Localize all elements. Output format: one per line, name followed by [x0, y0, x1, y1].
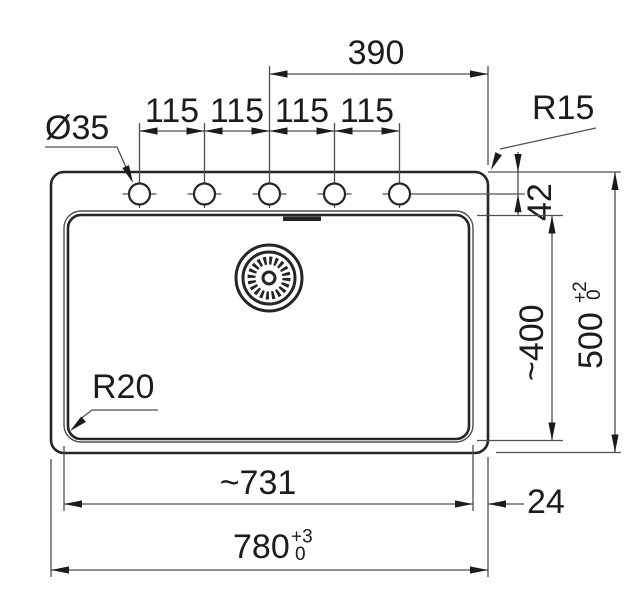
- dim-500-tolerance-upper: +2: [570, 281, 591, 303]
- outer-radius-label: R15: [532, 89, 594, 127]
- dim-115-arrows: [139, 127, 400, 135]
- dim-115-label-1: 115: [145, 92, 199, 130]
- callout-bowl-radius: R20: [70, 368, 158, 432]
- tap-hole-2: [192, 182, 217, 206]
- dim-24-label: 24: [527, 483, 565, 521]
- hole-diameter-leader-arrow: [122, 165, 133, 183]
- bowl-radius-label: R20: [92, 368, 154, 406]
- dim-115-label-4: 115: [340, 92, 394, 130]
- drain-middle-ring: [241, 250, 297, 306]
- dim-731-arrow-left: [64, 500, 82, 508]
- dim-780-value: 780: [233, 528, 290, 566]
- drain-tick-ring: [247, 256, 291, 300]
- dim-42-arrow-bottom: [514, 194, 522, 213]
- dim-42-label: 42: [521, 183, 559, 221]
- tap-holes: [122, 66, 525, 208]
- dim-500-group: 500 +20: [496, 172, 621, 454]
- dim-780-tolerance-upper: +3: [291, 527, 313, 548]
- tap-hole-5: [387, 182, 412, 206]
- dim-500-tolerance-lower: 0: [584, 289, 605, 300]
- dim-780-arrow-right: [470, 566, 488, 574]
- dim-390-label: 390: [348, 34, 405, 72]
- dim-24-group: 24: [488, 483, 565, 521]
- drain-center-hole: [261, 270, 277, 286]
- tap-hole-3: [257, 182, 282, 206]
- dim-390-group: 390: [269, 34, 489, 165]
- bowl-inner-edge: [66, 213, 471, 441]
- tap-hole-4: [322, 182, 347, 206]
- callout-hole-diameter: Ø35: [45, 109, 133, 183]
- drain-strainer-icon: [234, 243, 304, 313]
- dim-24-arrow: [488, 500, 506, 508]
- dim-390-arrow-right: [470, 70, 488, 78]
- dim-390-arrow-left: [269, 70, 288, 78]
- dim-115-label-3: 115: [275, 92, 329, 130]
- dim-400-arrow-bottom: [548, 422, 556, 441]
- dim-780-arrow-left: [51, 566, 69, 574]
- bowl-outer-edge: [63, 210, 474, 443]
- dim-731-group: ~731: [63, 445, 474, 511]
- sink-outline: [49, 170, 490, 455]
- tap-hole-1: [127, 182, 152, 206]
- dim-500-value: 500: [572, 312, 610, 369]
- dim-500-arrow-top: [611, 172, 619, 190]
- dim-115-group: 115 115 115 115: [139, 92, 400, 135]
- dim-400-group: ~400: [477, 214, 563, 442]
- drain-outer-ring: [234, 243, 304, 313]
- dim-42-arrow-top: [514, 154, 522, 172]
- dim-400-arrow-top: [548, 215, 556, 234]
- dim-400-label: ~400: [513, 304, 551, 381]
- hole-diameter-label: Ø35: [45, 109, 109, 147]
- dim-780-tolerance-lower: 0: [295, 544, 306, 565]
- callout-outer-radius: R15: [491, 89, 597, 170]
- dim-115-label-2: 115: [210, 92, 264, 130]
- bowl-radius-leader-arrow: [70, 416, 86, 432]
- outer-radius-leader-arrow: [491, 152, 502, 170]
- outer-radius-leader-line: [499, 127, 597, 150]
- overflow-mark: [283, 216, 321, 221]
- dim-731-arrow-right: [455, 500, 473, 508]
- dim-731-label: ~731: [220, 464, 297, 502]
- dim-42-group: 42: [488, 152, 621, 221]
- dim-500-arrow-bottom: [611, 434, 619, 453]
- dim-500-label: 500 +20: [570, 281, 610, 369]
